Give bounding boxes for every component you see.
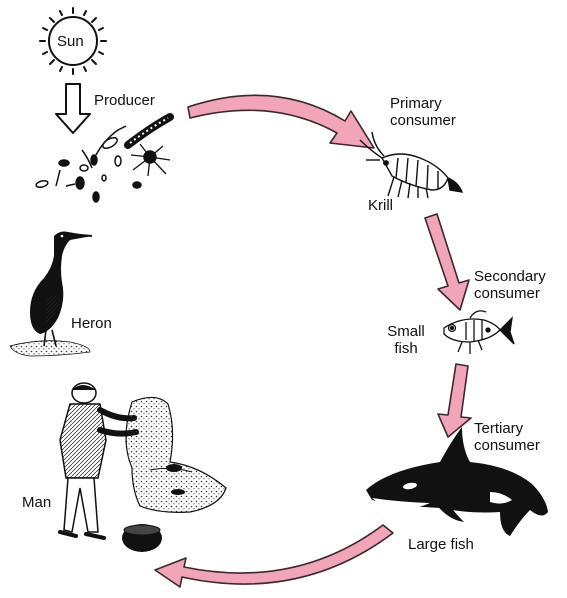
- secondary-consumer-line2: consumer: [474, 285, 540, 302]
- secondary-consumer-line1: Secondary: [474, 268, 546, 285]
- small-fish-icon: [443, 310, 515, 354]
- arrow-small-fish-to-large-fish: [437, 363, 472, 438]
- small-fish-label: Small fish: [376, 323, 436, 357]
- secondary-consumer-label: Secondary consumer: [474, 268, 546, 302]
- heron-icon: [9, 231, 93, 357]
- primary-consumer-line1: Primary: [390, 95, 442, 112]
- sun-label: Sun: [57, 33, 84, 50]
- krill-icon: [359, 131, 464, 199]
- man-label: Man: [22, 494, 52, 511]
- large-fish-label: Large fish: [408, 536, 474, 553]
- tertiary-consumer-line1: Tertiary: [474, 420, 524, 437]
- producer-label: Producer: [94, 92, 155, 109]
- plankton-icon: [35, 113, 174, 203]
- primary-consumer-label: Primary consumer: [390, 95, 456, 129]
- heron-label: Heron: [71, 315, 112, 332]
- arrow-krill-to-small-fish: [424, 213, 470, 311]
- small-fish-line2: fish: [394, 340, 418, 357]
- arrow-large-fish-to-man: [154, 524, 394, 588]
- orca-icon: [366, 427, 548, 536]
- tertiary-consumer-line2: consumer: [474, 437, 540, 454]
- krill-label: Krill: [368, 197, 393, 214]
- sun-icon: [39, 7, 107, 75]
- small-fish-line1: Small: [387, 323, 425, 340]
- arrow-producer-to-krill: [187, 94, 375, 149]
- tertiary-consumer-label: Tertiary consumer: [474, 420, 540, 454]
- primary-consumer-line2: consumer: [390, 112, 456, 129]
- sun-to-producer-arrow: [55, 83, 91, 134]
- man-with-net-icon: [58, 382, 227, 552]
